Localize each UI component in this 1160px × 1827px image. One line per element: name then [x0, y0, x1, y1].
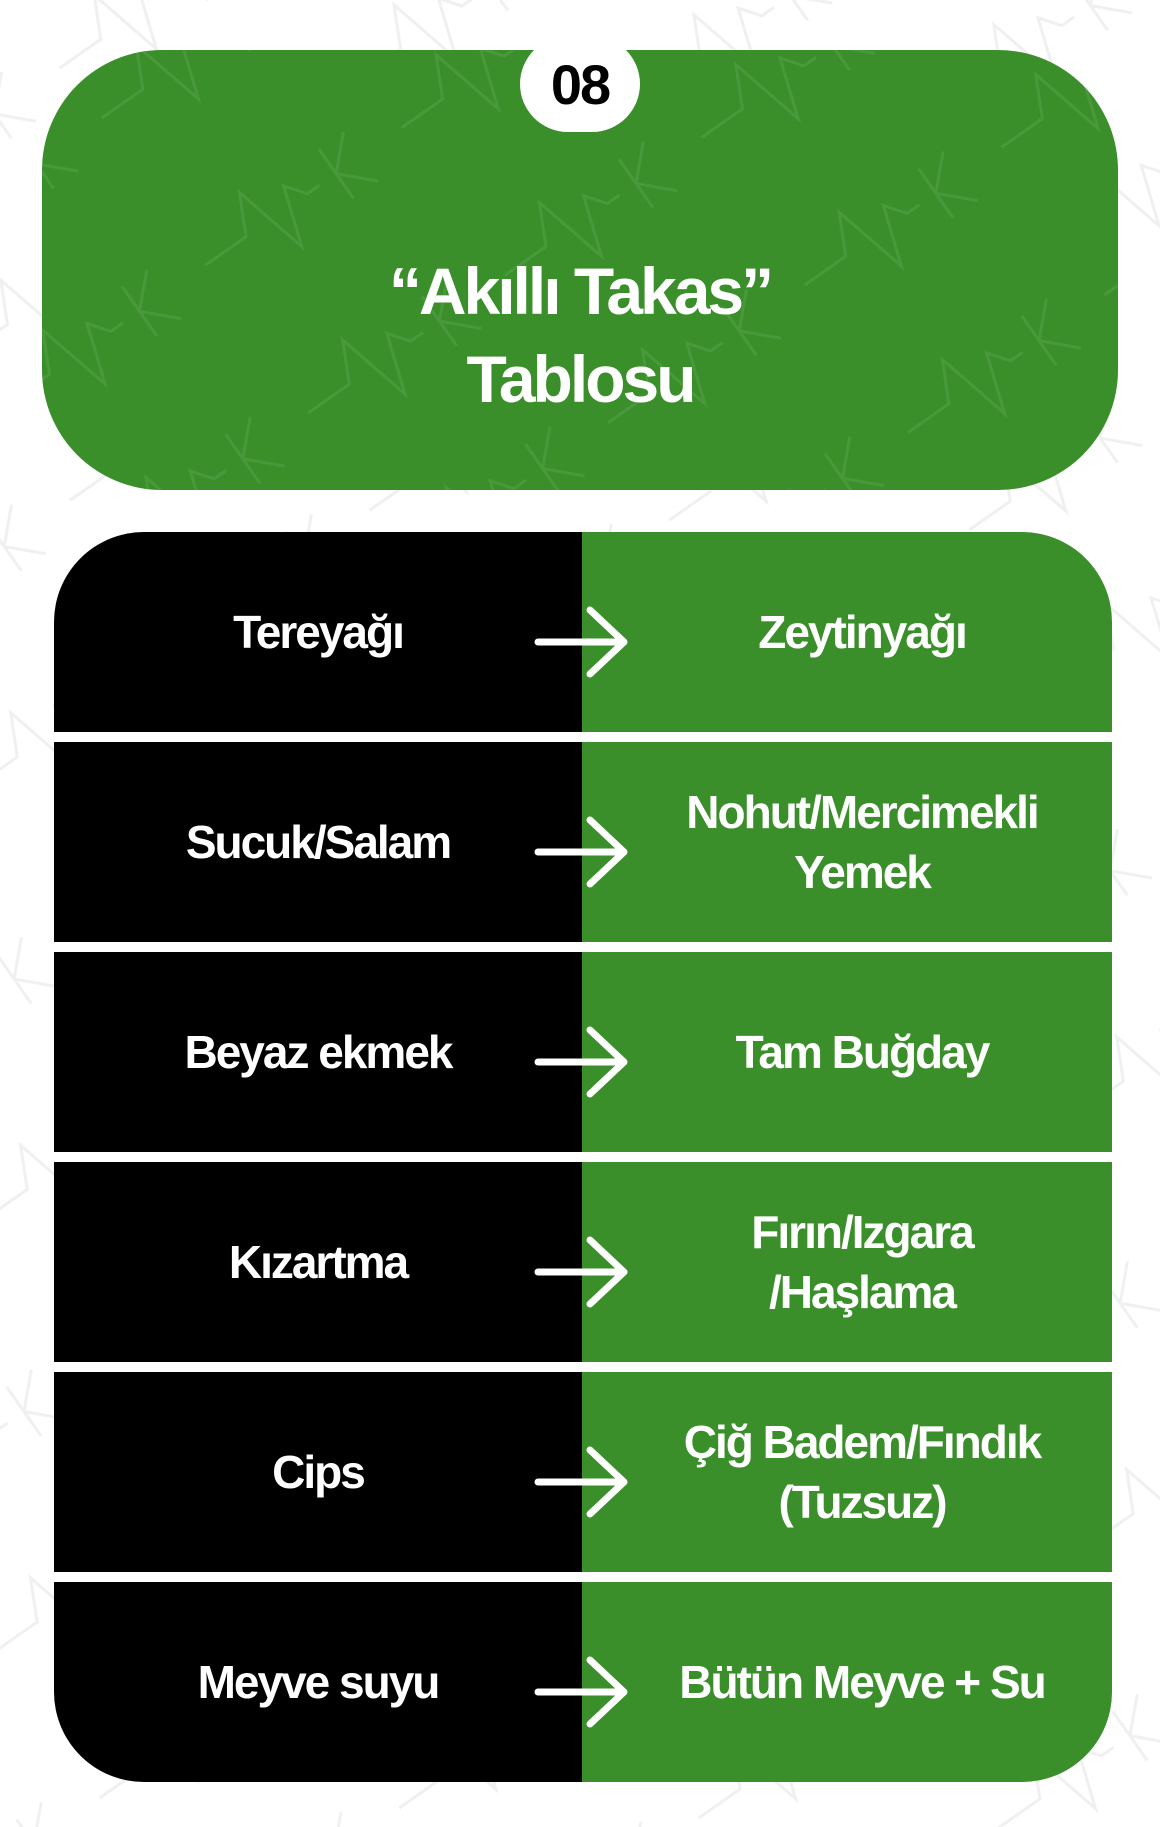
- step-number: 08: [550, 52, 611, 116]
- swap-to-label: Çiğ Badem/Fındık(Tuzsuz): [683, 1416, 1042, 1528]
- swap-row: Tereyağı Zeytinyağı: [54, 532, 1112, 732]
- swap-from-cell: Tereyağı: [54, 532, 582, 732]
- swap-to-label: Zeytinyağı: [758, 606, 968, 658]
- swap-from-cell: Cips: [54, 1372, 582, 1572]
- swap-row: Beyaz ekmek Tam Buğday: [54, 952, 1112, 1152]
- swap-row: Kızartma Fırın/Izgara/Haşlama: [54, 1162, 1112, 1362]
- arrow-right-icon: [534, 606, 628, 678]
- page-title: “Akıllı Takas” Tablosu: [42, 247, 1118, 423]
- arrow-right-icon: [534, 1236, 628, 1308]
- step-number-badge: 08: [520, 36, 640, 132]
- swap-from-label: Meyve suyu: [197, 1656, 441, 1708]
- swap-to-label: Bütün Meyve + Su: [679, 1656, 1046, 1708]
- arrow-right-icon: [534, 816, 628, 888]
- swap-from-label: Beyaz ekmek: [184, 1026, 454, 1078]
- swap-to-cell: Zeytinyağı: [582, 532, 1112, 732]
- swap-to-label: Fırın/Izgara/Haşlama: [751, 1206, 974, 1318]
- arrow-right-icon: [534, 1656, 628, 1728]
- arrow-right-icon: [534, 1026, 628, 1098]
- swap-to-cell: Fırın/Izgara/Haşlama: [582, 1162, 1112, 1362]
- swap-from-cell: Kızartma: [54, 1162, 582, 1362]
- swap-table: Tereyağı Zeytinyağı Sucuk/Salam Nohut/Me…: [54, 532, 1112, 1782]
- swap-to-cell: Bütün Meyve + Su: [582, 1582, 1112, 1782]
- swap-row: Cips Çiğ Badem/Fındık(Tuzsuz): [54, 1372, 1112, 1572]
- title-line-2: Tablosu: [466, 342, 696, 416]
- swap-from-cell: Sucuk/Salam: [54, 742, 582, 942]
- swap-from-label: Cips: [272, 1446, 366, 1498]
- swap-from-label: Kızartma: [228, 1236, 409, 1288]
- arrow-right-icon: [534, 1446, 628, 1518]
- title-line-1: “Akıllı Takas”: [388, 254, 774, 328]
- swap-from-cell: Beyaz ekmek: [54, 952, 582, 1152]
- swap-to-label: Tam Buğday: [735, 1026, 991, 1078]
- swap-from-cell: Meyve suyu: [54, 1582, 582, 1782]
- swap-from-label: Tereyağı: [233, 606, 405, 658]
- swap-to-cell: Tam Buğday: [582, 952, 1112, 1152]
- swap-from-label: Sucuk/Salam: [185, 816, 452, 868]
- swap-to-cell: Çiğ Badem/Fındık(Tuzsuz): [582, 1372, 1112, 1572]
- swap-row: Meyve suyu Bütün Meyve + Su: [54, 1582, 1112, 1782]
